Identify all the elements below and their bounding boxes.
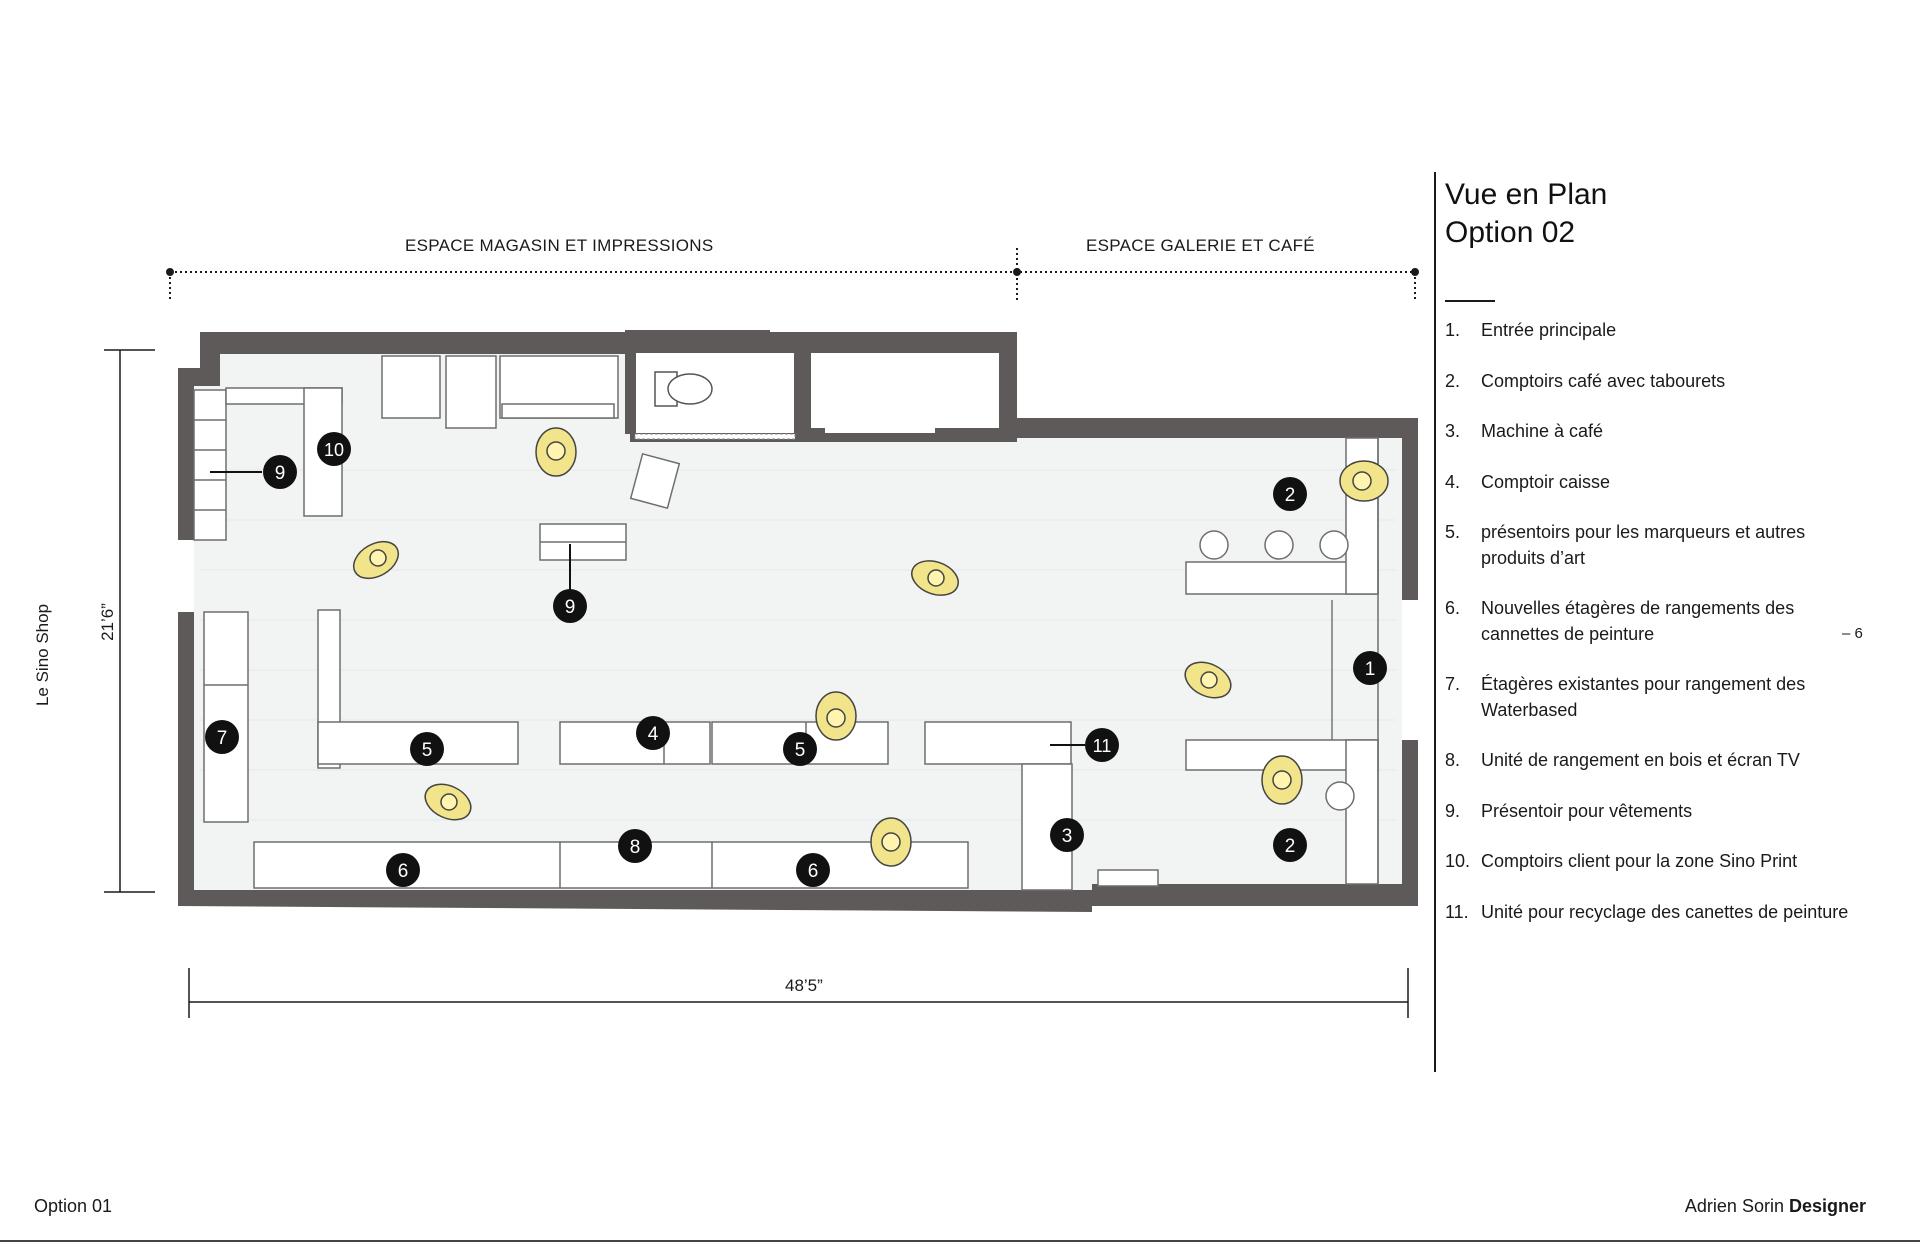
svg-text:8: 8 — [630, 837, 641, 858]
back-door — [634, 433, 796, 440]
legend-item: 10.Comptoirs client pour la zone Sino Pr… — [1445, 851, 1798, 871]
legend-item: 1.Entrée principale — [1445, 320, 1617, 340]
page-number: – 6 — [1842, 625, 1863, 642]
toilet — [654, 371, 713, 407]
legend-item: 3.Machine à café — [1445, 421, 1604, 441]
footer-option: Option 01 — [34, 1196, 113, 1216]
marker-6b: 6 — [796, 853, 830, 887]
stools — [1199, 530, 1355, 811]
legend-item: 8.Unité de rangement en bois et écran TV — [1445, 750, 1800, 770]
svg-text:9: 9 — [565, 597, 576, 618]
footer-role: Designer — [1788, 1196, 1866, 1216]
marker-2a: 2 — [1273, 477, 1307, 511]
panel-title-line1: Vue en Plan — [1445, 178, 1608, 211]
panel-title-line2: Option 02 — [1445, 216, 1576, 249]
title-rule — [1445, 300, 1495, 302]
svg-text:1: 1 — [1365, 659, 1376, 680]
marker-9b: 9 — [553, 589, 587, 623]
marker-11: 11 — [1085, 728, 1119, 762]
svg-text:2: 2 — [1285, 836, 1296, 857]
bottom-dimension-line — [188, 968, 1409, 1018]
legend-item: 4.Comptoir caisse — [1445, 471, 1611, 492]
svg-text:9: 9 — [275, 463, 286, 484]
svg-text:4: 4 — [648, 724, 659, 745]
zone-label-gallery: ESPACE GALERIE ET CAFÉ — [1086, 236, 1315, 255]
svg-text:5: 5 — [795, 740, 806, 761]
markers: 1 2 2 3 4 5 5 6 6 7 8 9 9 10 11 — [205, 432, 1387, 887]
svg-text:10: 10 — [324, 440, 344, 460]
marker-6a: 6 — [386, 853, 420, 887]
legend-item: 9.Présentoir pour vêtements — [1445, 800, 1693, 821]
left-dimension-line — [104, 349, 155, 893]
svg-text:3: 3 — [1062, 826, 1073, 847]
marker-3: 3 — [1050, 818, 1084, 852]
marker-4: 4 — [636, 716, 670, 750]
dimension-width: 48’5” — [785, 976, 823, 995]
floorboards — [200, 469, 1395, 821]
footer-rule — [0, 1240, 1920, 1242]
footer-name: Adrien Sorin — [1684, 1196, 1789, 1216]
marker-8: 8 — [618, 829, 652, 863]
panel-divider — [1434, 172, 1436, 1072]
legend-item: 5.présentoirs pour les marqueurs et autr… — [1445, 522, 1806, 568]
marker-9a: 9 — [263, 455, 297, 489]
side-title: Le Sino Shop — [33, 603, 52, 707]
svg-text:7: 7 — [217, 728, 228, 749]
people — [352, 427, 1389, 867]
svg-text:6: 6 — [398, 861, 409, 882]
footer-credit: Adrien Sorin Designer — [1685, 1196, 1866, 1217]
svg-text:2: 2 — [1285, 485, 1296, 506]
svg-text:11: 11 — [1093, 736, 1112, 756]
marker-5b: 5 — [783, 732, 817, 766]
marker-1: 1 — [1353, 651, 1387, 685]
marker-7: 7 — [205, 720, 239, 754]
marker-5a: 5 — [410, 732, 444, 766]
marker-2b: 2 — [1273, 828, 1307, 862]
zone-label-shop: ESPACE MAGASIN ET IMPRESSIONS — [405, 236, 714, 255]
legend-item: 2.Comptoirs café avec tabourets — [1445, 370, 1726, 391]
panel-title: Vue en Plan Option 02 — [1445, 176, 1607, 252]
svg-text:5: 5 — [422, 740, 433, 761]
top-dimension-line — [166, 248, 1419, 302]
legend-item: 7.Étagères existantes pour rangement des… — [1445, 674, 1806, 720]
marker-10: 10 — [317, 432, 351, 466]
legend-list: 1.Entrée principale 2.Comptoirs café ave… — [1445, 318, 1865, 950]
svg-text:6: 6 — [808, 861, 819, 882]
legend-item: 6.Nouvelles étagères de rangements des c… — [1445, 598, 1795, 644]
dimension-height: 21’6” — [98, 603, 117, 641]
legend-item: 11.Unité pour recyclage des canettes de … — [1445, 901, 1849, 922]
